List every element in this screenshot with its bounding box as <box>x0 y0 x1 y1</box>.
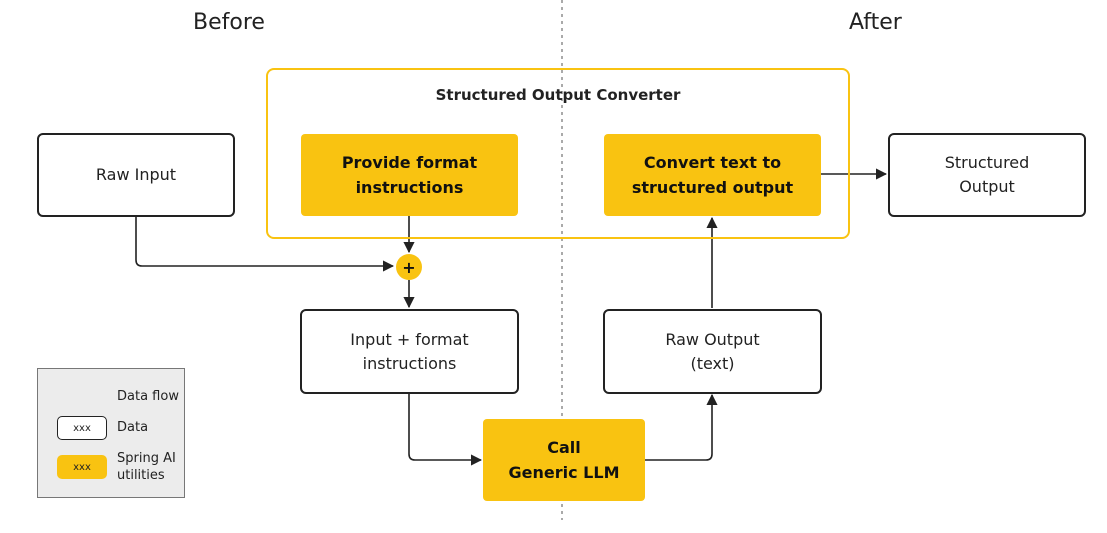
heading-after: After <box>849 10 902 35</box>
arrow-llm-to-raw-output <box>645 393 718 461</box>
structured-output-converter-container <box>266 68 850 239</box>
call-llm-box: Call Generic LLM <box>483 419 645 501</box>
legend-utilities-chip: xxx <box>57 455 107 479</box>
input-format-box: Input + format instructions <box>300 309 519 394</box>
arrow-raw-input-to-plus <box>135 217 395 272</box>
arrow-input-to-llm <box>408 394 483 466</box>
raw-input-box: Raw Input <box>37 133 235 217</box>
legend-data-flow-label: Data flow <box>117 389 179 404</box>
provide-format-instructions-box: Provide format instructions <box>301 134 518 216</box>
legend-utilities-label: Spring AI utilities <box>117 451 176 483</box>
legend-data-label: Data <box>117 420 149 435</box>
plus-join-icon: + <box>396 254 422 280</box>
heading-before: Before <box>193 10 265 35</box>
structured-output-box: Structured Output <box>888 133 1086 217</box>
container-title: Structured Output Converter <box>435 86 681 104</box>
convert-text-box: Convert text to structured output <box>604 134 821 216</box>
raw-output-box: Raw Output (text) <box>603 309 822 394</box>
legend <box>37 368 185 498</box>
legend-data-chip: xxx <box>57 416 107 440</box>
